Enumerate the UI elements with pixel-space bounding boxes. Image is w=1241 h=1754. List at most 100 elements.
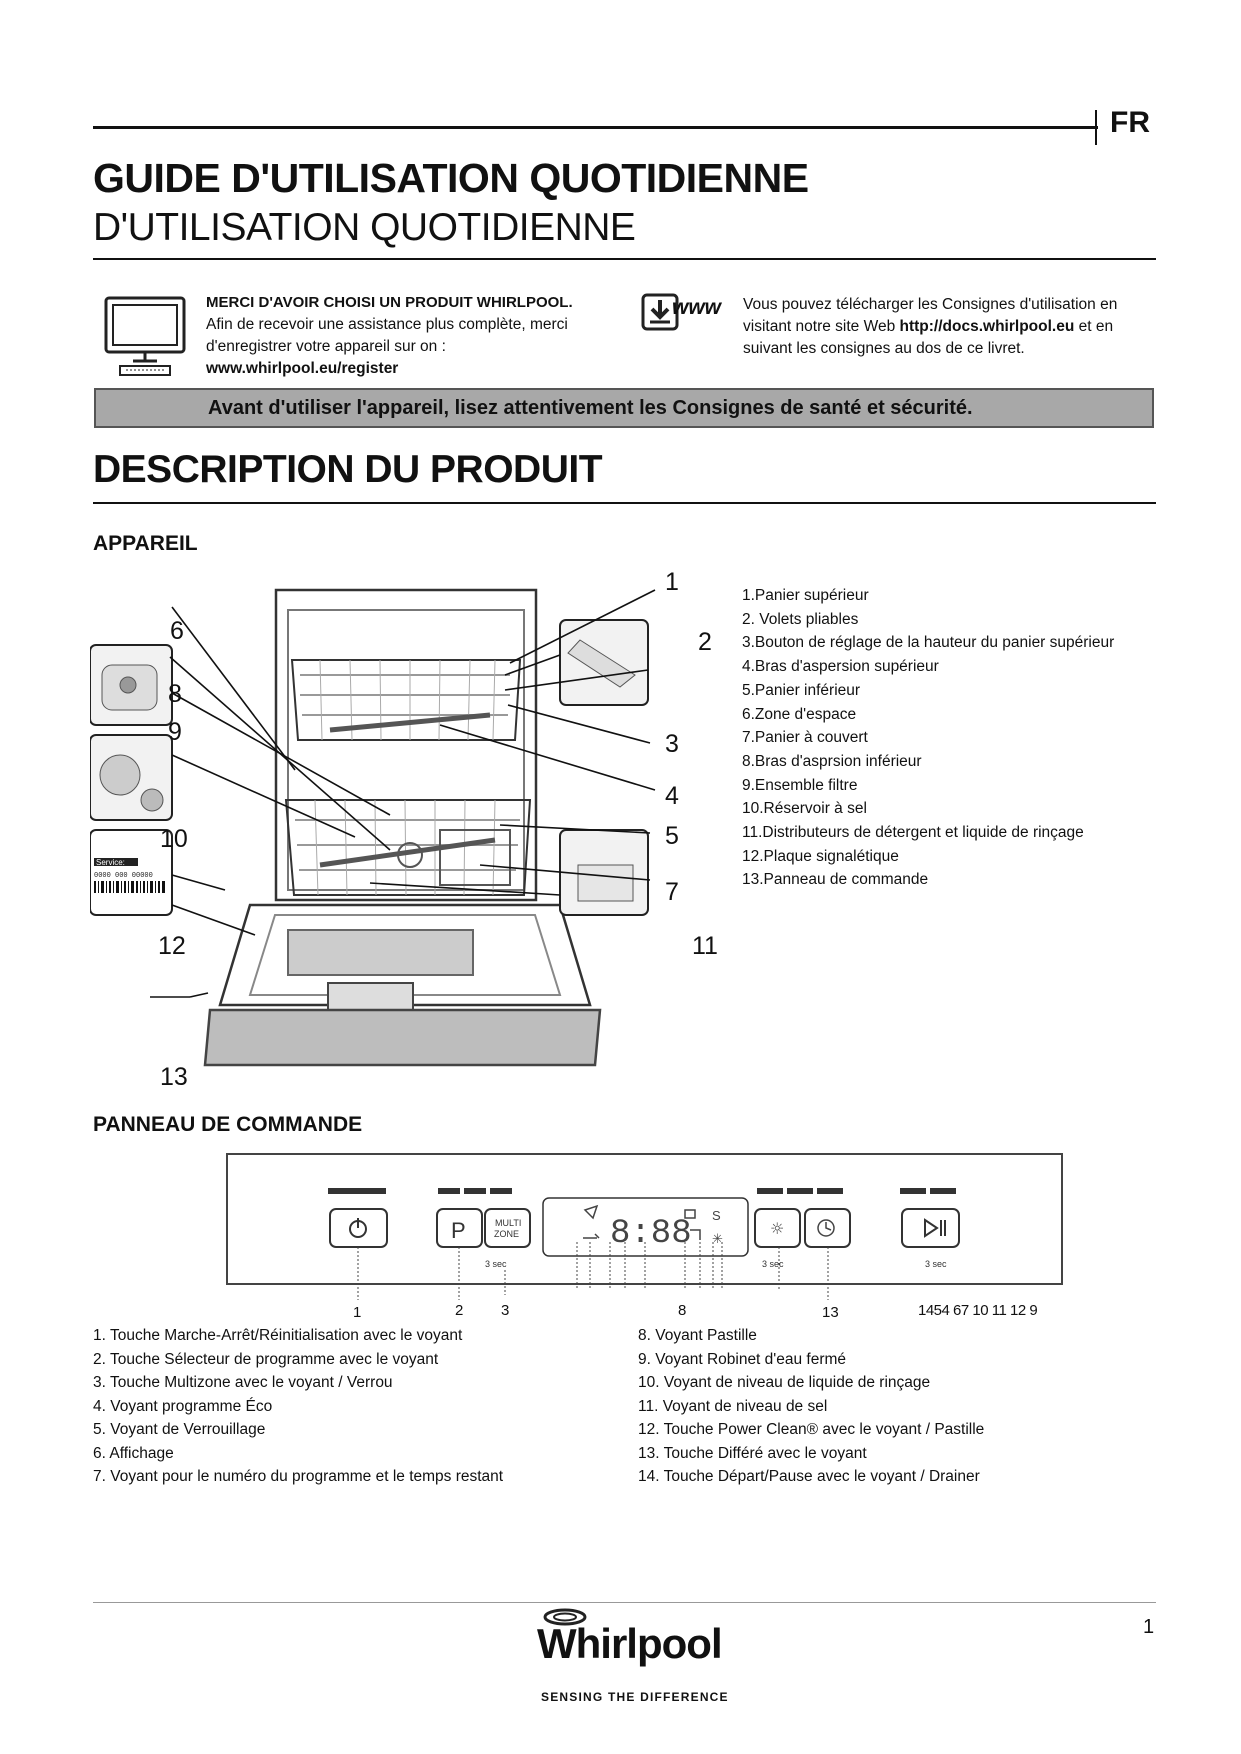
- salt-icon: S: [712, 1208, 721, 1223]
- panel-legend-item: 9. Voyant Robinet d'eau fermé: [638, 1350, 847, 1368]
- header-rule-tick: [1095, 110, 1097, 145]
- power-clean-button: [754, 1208, 801, 1248]
- footer-rule: [93, 1602, 1156, 1603]
- legend-item: 5.Panier inférieur: [742, 681, 861, 699]
- play-pause-icon: [924, 1218, 939, 1238]
- page-number: 1: [1143, 1616, 1155, 1638]
- lock-icon: [583, 1233, 600, 1239]
- panel-legend-item: 10. Voyant de niveau de liquide de rinça…: [638, 1374, 931, 1391]
- callout-9: 9: [168, 718, 182, 746]
- whirlpool-swirl-icon: [543, 1608, 587, 1626]
- register-heading: MERCI D'AVOIR CHOISI UN PRODUIT WHIRLPOO…: [206, 294, 573, 311]
- callout-7: 7: [665, 878, 679, 906]
- panel-legend-item: 3. Touche Multizone avec le voyant / Ver…: [93, 1374, 393, 1391]
- multizone-button: [484, 1208, 531, 1248]
- panneau-heading: PANNEAU DE COMMANDE: [93, 1113, 363, 1136]
- rinse-aid-icon: ✳: [712, 1231, 723, 1246]
- panel-legend-item: 11. Voyant de niveau de sel: [638, 1397, 828, 1415]
- title-rule: [93, 258, 1156, 260]
- panel-number-13: 13: [822, 1304, 839, 1321]
- download-line1: Vous pouvez télécharger les Consignes d'…: [743, 296, 1118, 313]
- computer-icon: [104, 296, 186, 376]
- brand-tagline: SENSING THE DIFFERENCE: [541, 1690, 729, 1704]
- panel-number-8: 8: [678, 1302, 687, 1319]
- register-line1: Afin de recevoir une assistance plus com…: [206, 316, 568, 333]
- display-digits: 8:88: [610, 1215, 692, 1253]
- download-line2-pre: visitant notre site Web: [743, 318, 900, 335]
- callout-6: 6: [170, 617, 184, 645]
- callout-2: 2: [698, 628, 712, 656]
- appareil-heading: APPAREIL: [93, 532, 198, 555]
- legend-item: 12.Plaque signalétique: [742, 847, 899, 865]
- clock-icon: [817, 1219, 835, 1237]
- start-pause-button: [901, 1208, 960, 1248]
- legend-item: 1.Panier supérieur: [742, 587, 869, 604]
- hold-label-multizone: 3 sec: [485, 1259, 507, 1269]
- callout-1: 1: [665, 568, 679, 596]
- www-label: www: [672, 296, 722, 319]
- callout-5: 5: [665, 822, 679, 850]
- whirlpool-logo: Whirlpool: [537, 1620, 723, 1667]
- register-link[interactable]: www.whirlpool.eu/register: [206, 360, 399, 377]
- header-rule: [93, 126, 1098, 129]
- register-line2: d'enregistrer votre appareil sur on :: [206, 338, 446, 355]
- legend-item: 7.Panier à couvert: [742, 729, 868, 747]
- panel-legend-item: 1. Touche Marche-Arrêt/Réinitialisation …: [93, 1327, 463, 1344]
- register-block: MERCI D'AVOIR CHOISI UN PRODUIT WHIRLPOO…: [206, 292, 626, 380]
- page-title: GUIDE D'UTILISATION QUOTIDIENNE: [93, 155, 809, 201]
- service-number: 0000 000 00000: [94, 872, 153, 880]
- appareil-legend: 1.Panier supérieur 2. Volets pliables 3.…: [742, 584, 1114, 892]
- panel-legend-item: 7. Voyant pour le numéro du programme et…: [93, 1468, 504, 1485]
- multizone-label-1: MULTI: [495, 1218, 521, 1228]
- callout-13: 13: [160, 1063, 188, 1091]
- hold-label-power-clean: 3 sec: [762, 1259, 784, 1269]
- legend-item: 10.Réservoir à sel: [742, 800, 867, 818]
- callout-3: 3: [665, 730, 679, 758]
- tablet-icon: [684, 1209, 696, 1219]
- dishwasher-illustration: Service: 0000 000 00000: [90, 588, 656, 1067]
- rating-plate-inset: [90, 829, 173, 916]
- legend-item: 6.Zone d'espace: [742, 705, 857, 723]
- legend-item: 2. Volets pliables: [742, 610, 859, 628]
- panel-number-2: 2: [455, 1302, 464, 1319]
- page-subtitle: D'UTILISATION QUOTIDIENNE: [93, 206, 636, 249]
- callout-8: 8: [168, 680, 182, 708]
- panel-legend-item: 12. Touche Power Clean® avec le voyant /…: [638, 1421, 985, 1438]
- download-block: Vous pouvez télécharger les Consignes d'…: [743, 294, 1163, 360]
- download-line3: suivant les consignes au dos de ce livre…: [743, 340, 1025, 357]
- download-line2-post: et en: [1074, 318, 1114, 335]
- panel-legend-item: 2. Touche Sélecteur de programme avec le…: [93, 1350, 439, 1368]
- callout-11: 11: [692, 932, 718, 960]
- panel-numbers-right: 1454 67 10 11 12 9: [918, 1302, 1038, 1319]
- panel-legend-item: 4. Voyant programme Éco: [93, 1397, 273, 1415]
- callout-10: 10: [160, 825, 188, 853]
- panel-legend-right: 8. Voyant Pastille 9. Voyant Robinet d'e…: [638, 1324, 984, 1489]
- legend-item: 4.Bras d'aspersion supérieur: [742, 658, 939, 676]
- water-tap-icon: [690, 1229, 701, 1240]
- callout-4: 4: [665, 782, 679, 810]
- legend-item: 11.Distributeurs de détergent et liquide…: [742, 824, 1084, 842]
- panel-legend-left: 1. Touche Marche-Arrêt/Réinitialisation …: [93, 1324, 503, 1489]
- multizone-label-2: ZONE: [494, 1229, 519, 1239]
- download-icon: [641, 293, 679, 331]
- hold-label-start: 3 sec: [925, 1259, 947, 1269]
- docs-link[interactable]: http://docs.whirlpool.eu: [899, 318, 1075, 335]
- panel-legend-item: 14. Touche Départ/Pause avec le voyant /…: [638, 1468, 980, 1485]
- section-title: DESCRIPTION DU PRODUIT: [93, 448, 603, 491]
- eco-icon: [583, 1204, 599, 1220]
- panel-legend-item: 6. Affichage: [93, 1444, 174, 1462]
- power-clean-icon: ☼: [770, 1219, 784, 1238]
- safety-warning-banner: Avant d'utiliser l'appareil, lisez atten…: [94, 388, 1154, 428]
- panel-legend-item: 5. Voyant de Verrouillage: [93, 1421, 266, 1438]
- panel-number-3: 3: [501, 1302, 510, 1319]
- panel-legend-item: 13. Touche Différé avec le voyant: [638, 1444, 867, 1462]
- panel-number-1: 1: [353, 1304, 362, 1321]
- legend-item: 13.Panneau de commande: [742, 871, 929, 889]
- legend-item: 3.Bouton de réglage de la hauteur du pan…: [742, 634, 1115, 652]
- p-label: P: [451, 1218, 466, 1243]
- legend-item: 9.Ensemble filtre: [742, 776, 858, 794]
- service-label: Service:: [96, 858, 125, 867]
- callout-12: 12: [158, 932, 186, 960]
- panel-legend-item: 8. Voyant Pastille: [638, 1327, 757, 1344]
- language-label: FR: [1110, 106, 1150, 139]
